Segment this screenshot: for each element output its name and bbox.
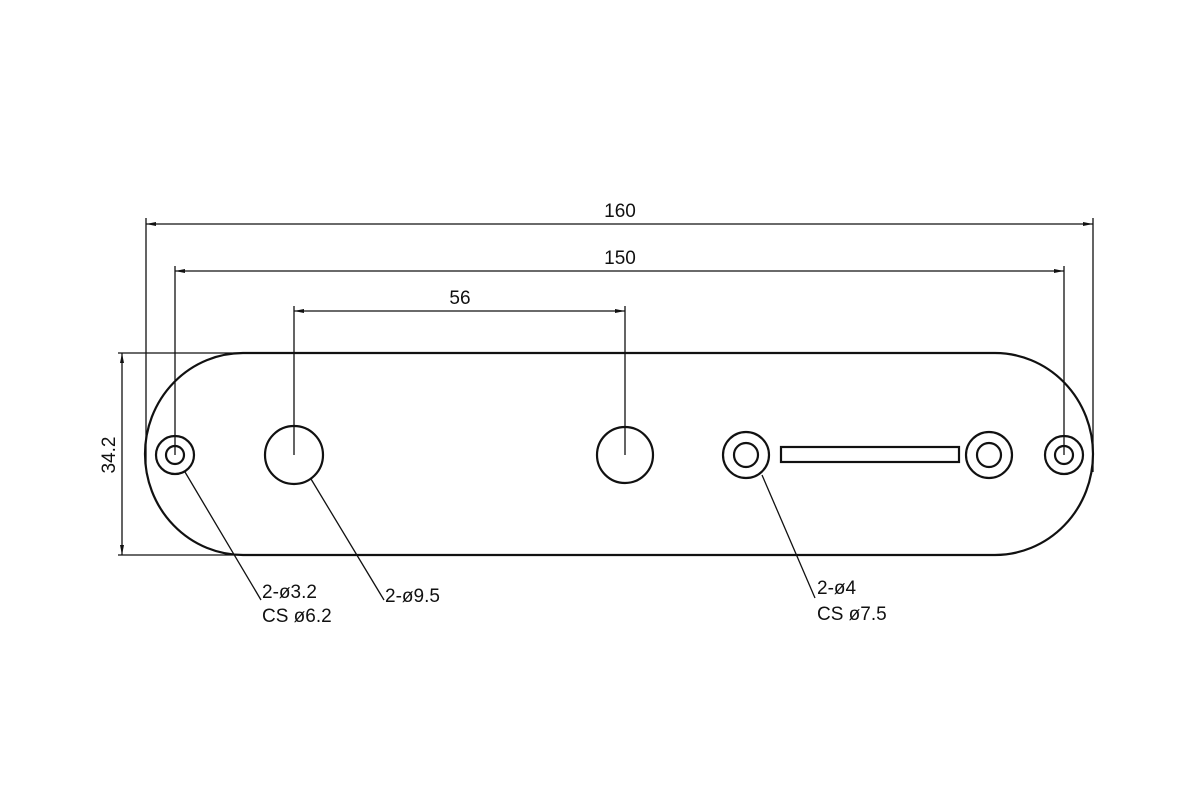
switch-slot [779,445,961,464]
dimension-56 [293,306,626,455]
switch-hole-left [721,430,771,480]
dimension-150-label: 150 [604,248,636,269]
switch-hole-right [964,430,1014,480]
callout-mount-holes-countersink: CS ø6.2 [262,606,332,627]
callout-mount-holes-size: 2-ø3.2 [262,582,317,603]
dimension-160-label: 160 [604,201,636,222]
callout-switch-holes-countersink: CS ø7.5 [817,604,887,625]
leader-mount-holes [184,471,262,601]
leader-pot-holes [310,478,385,601]
dimension-150 [174,266,1065,455]
dimension-160 [145,218,1094,472]
leader-switch-holes [761,474,816,599]
dimension-34-2 [118,352,243,556]
dimension-56-label: 56 [449,288,470,309]
plate-outline [143,351,1095,557]
callout-switch-holes-size: 2-ø4 [817,578,857,599]
dimension-34-2-label: 34.2 [99,437,120,474]
callout-pot-holes: 2-ø9.5 [385,586,440,607]
